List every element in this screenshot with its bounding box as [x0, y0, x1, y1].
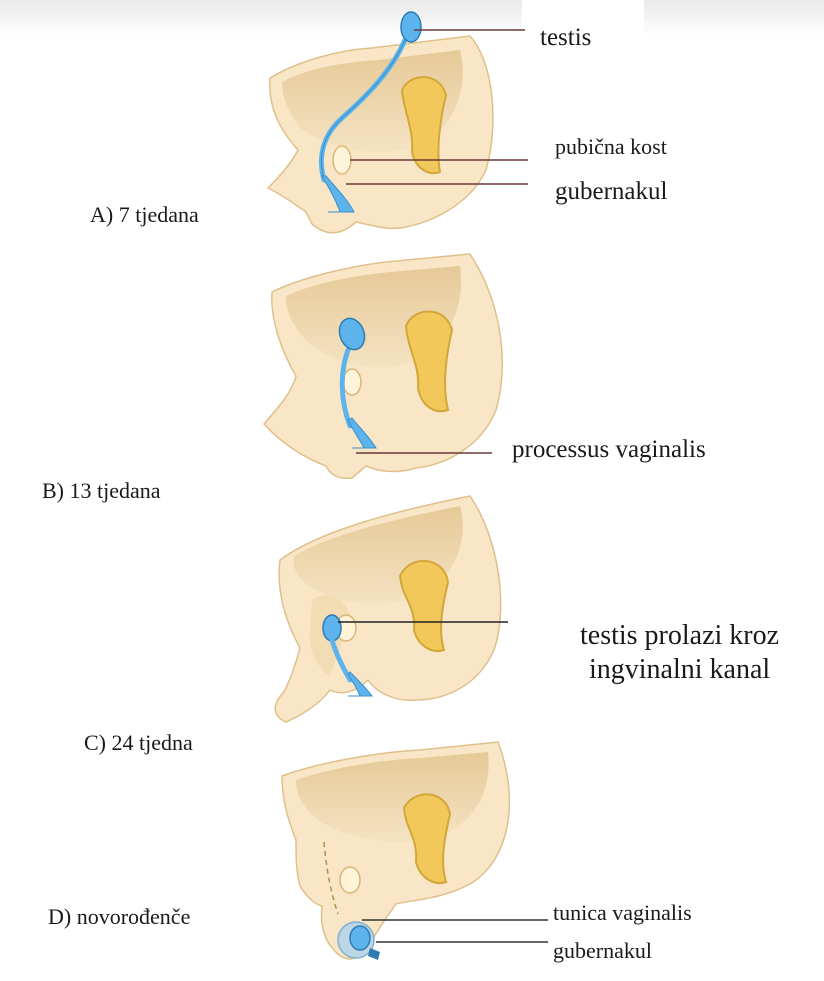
label-gubernaculum-a: gubernakul	[555, 178, 667, 206]
panel-c-testis	[323, 615, 341, 641]
panel-c	[275, 496, 500, 722]
panel-b	[264, 254, 502, 478]
panel-d-foramen	[340, 867, 360, 893]
panel-a-foramen	[333, 146, 351, 174]
label-testis: testis	[540, 24, 591, 52]
label-pubic-bone: pubična kost	[555, 134, 667, 160]
caption-stage-a: A) 7 tjedana	[90, 202, 199, 228]
label-processus-vaginalis: processus vaginalis	[512, 436, 706, 464]
panel-d	[282, 742, 509, 960]
panel-b-foramen	[343, 369, 361, 395]
caption-stage-b: B) 13 tjedana	[42, 478, 161, 504]
panel-a	[268, 12, 493, 233]
label-passage-line2: ingvinalni kanal	[589, 648, 770, 692]
panel-d-gubernaculum	[368, 948, 380, 960]
label-gubernaculum-d: gubernakul	[553, 938, 652, 964]
caption-stage-c: C) 24 tjedna	[84, 730, 193, 756]
caption-stage-d: D) novorođenče	[48, 904, 190, 930]
panel-d-testis	[350, 926, 370, 950]
panel-a-testis	[401, 12, 421, 42]
label-tunica-vaginalis: tunica vaginalis	[553, 900, 692, 926]
